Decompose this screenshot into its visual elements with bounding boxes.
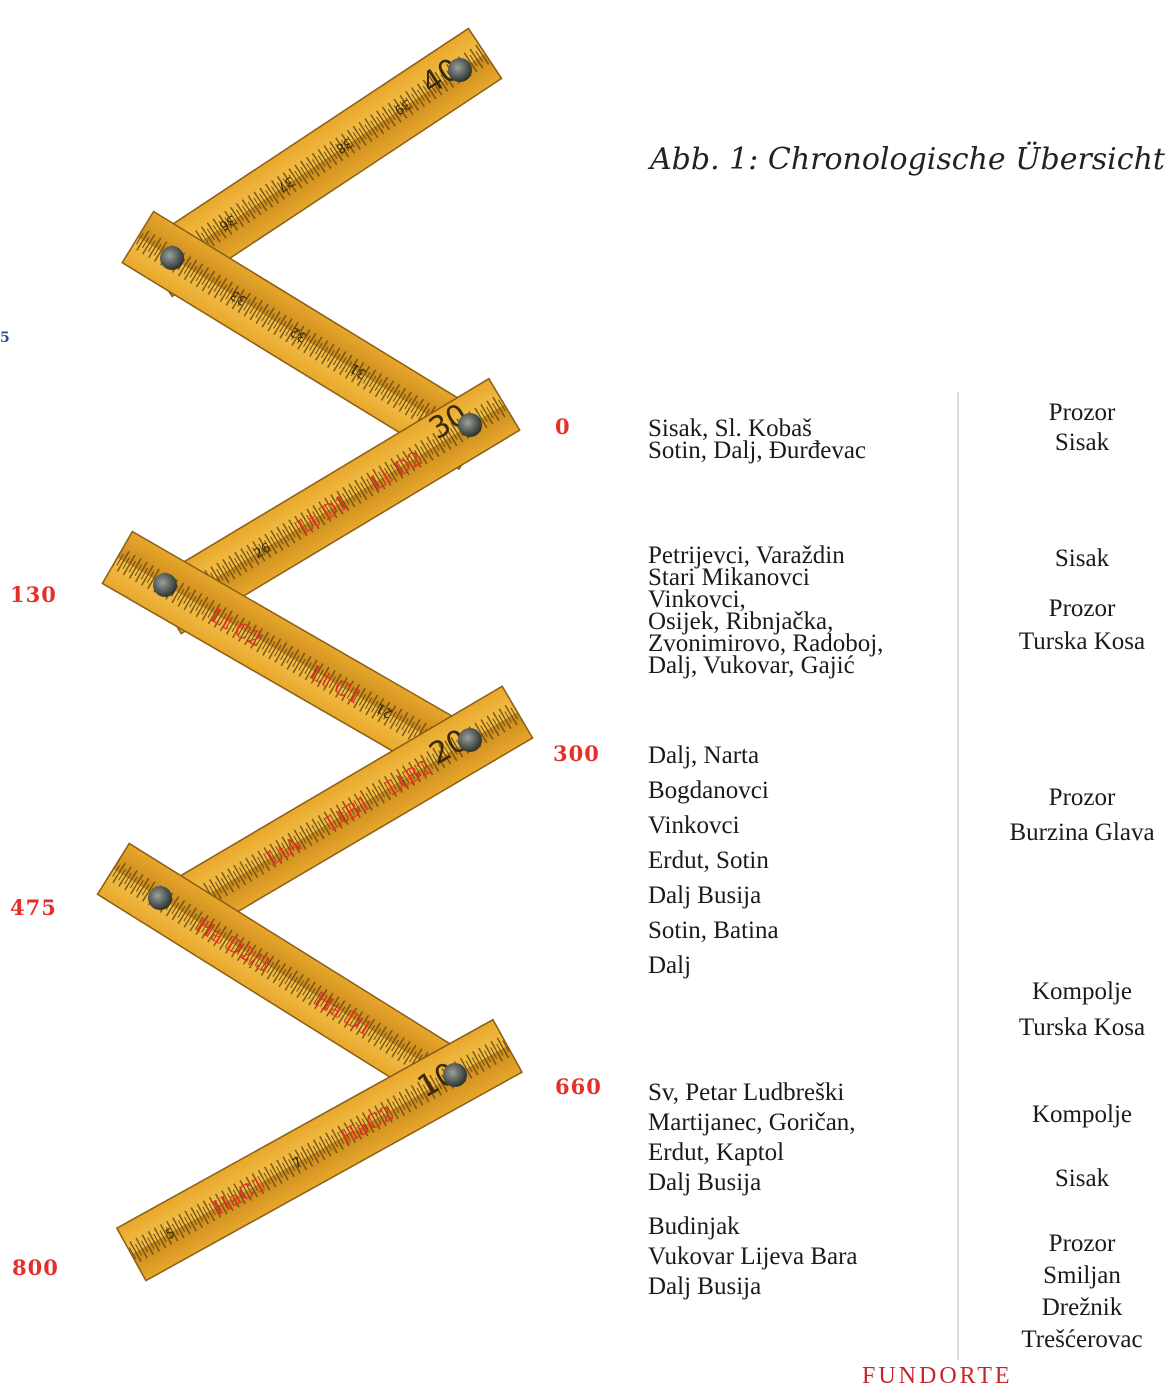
site-group-1: Sisak, Sl. Kobaš Sotin, Dalj, Đurđevac: [648, 418, 866, 462]
bp-label-130: 130: [10, 582, 57, 607]
site-line: Kompolje: [992, 974, 1166, 1010]
site-line: Drežnik: [992, 1292, 1166, 1324]
site-group-5: Budinjak Vukovar Lijeva Bara Dalj Busija: [648, 1212, 858, 1302]
rivet: [443, 1063, 467, 1087]
site-line: Dalj, Vukovar, Gajić: [648, 655, 883, 677]
rivet: [448, 58, 472, 82]
bp-label-300: 300: [553, 741, 600, 766]
right-group-1: Prozor Sisak: [992, 398, 1166, 458]
site-line: Dalj, Narta: [648, 738, 779, 773]
site-line: Prozor: [992, 398, 1166, 428]
ruler-segment-7: HaC2 7 HaC1 5: [117, 1020, 522, 1281]
site-line: Budinjak: [648, 1212, 858, 1242]
site-line: Smiljan: [992, 1260, 1166, 1292]
site-line: Erdut, Sotin: [648, 843, 779, 878]
site-line: Sotin, Batina: [648, 913, 779, 948]
site-line: Prozor: [992, 780, 1166, 815]
site-line: Vukovar Lijeva Bara: [648, 1242, 858, 1272]
site-line: Sv, Petar Ludbreški: [648, 1078, 856, 1108]
rivet: [148, 886, 172, 910]
site-line: Dalj: [648, 948, 779, 983]
site-line: Vinkovci: [648, 808, 779, 843]
site-line: Sotin, Dalj, Đurđevac: [648, 440, 866, 462]
site-line: Dalj Busija: [648, 1168, 856, 1198]
right-group-5: Kompolje Turska Kosa: [992, 974, 1166, 1046]
site-group-2: Petrijevci, Varaždin Stari Mikanovci Vin…: [648, 545, 883, 677]
site-line: Prozor: [992, 1228, 1166, 1260]
right-group-6: Kompolje: [992, 1100, 1166, 1130]
right-group-8: Prozor Smiljan Drežnik Trešćerovac: [992, 1228, 1166, 1356]
site-line: Martijanec, Goričan,: [648, 1108, 856, 1138]
site-line: Turska Kosa: [992, 625, 1166, 658]
site-line: Kompolje: [992, 1100, 1166, 1130]
column-divider: [957, 392, 959, 1360]
rivet: [458, 728, 482, 752]
site-line: Sisak: [992, 1164, 1166, 1194]
site-line: Erdut, Kaptol: [648, 1138, 856, 1168]
bp-label-0: 0: [555, 414, 571, 439]
figure-caption: Abb. 1: Chronologische Übersicht: [650, 142, 1165, 177]
site-line: Trešćerovac: [992, 1324, 1166, 1356]
right-group-7: Sisak: [992, 1164, 1166, 1194]
site-line: Sisak: [992, 544, 1166, 574]
fundorte-heading: FUNDORTE: [862, 1363, 1013, 1390]
bp-label-800: 800: [12, 1255, 59, 1280]
site-line: Dalj Busija: [648, 878, 779, 913]
rivet: [153, 573, 177, 597]
site-line: Prozor: [992, 592, 1166, 625]
bp-label-660: 660: [555, 1074, 602, 1099]
site-line: Dalj Busija: [648, 1272, 858, 1302]
site-line: Sisak: [992, 428, 1166, 458]
site-line: Burzina Glava: [992, 815, 1166, 850]
right-group-4: Prozor Burzina Glava: [992, 780, 1166, 850]
right-group-3: Prozor Turska Kosa: [992, 592, 1166, 658]
site-line: Turska Kosa: [992, 1010, 1166, 1046]
site-group-3: Dalj, Narta Bogdanovci Vinkovci Erdut, S…: [648, 738, 779, 983]
site-line: Bogdanovci: [648, 773, 779, 808]
site-group-4: Sv, Petar Ludbreški Martijanec, Goričan,…: [648, 1078, 856, 1198]
rivet: [458, 413, 482, 437]
stray-mark: 5: [0, 330, 10, 346]
bp-label-475: 475: [10, 895, 57, 920]
right-group-2: Sisak: [992, 544, 1166, 574]
rivet: [160, 246, 184, 270]
